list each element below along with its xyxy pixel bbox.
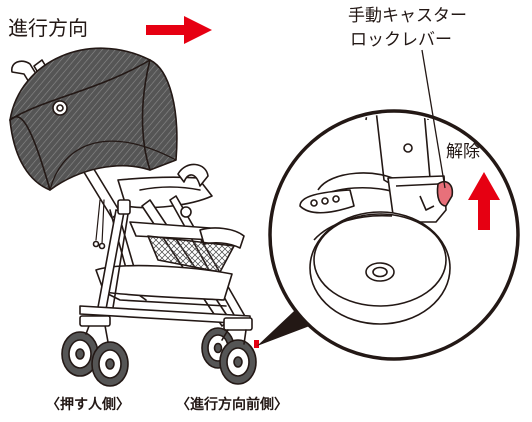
right-arrow-icon (146, 16, 212, 44)
front-wheel-right (219, 339, 257, 385)
front-side-caption: 〈進行方向前側〉 (176, 397, 288, 413)
stroller-illustration (9, 47, 257, 387)
lever-label-line1: 手動キャスター (348, 6, 467, 26)
pusher-side-caption: 〈押す人側〉 (46, 397, 130, 413)
lever-pink (436, 180, 454, 207)
up-arrow-icon (468, 172, 500, 230)
direction-label: 進行方向 (8, 16, 88, 40)
leader-line (421, 49, 446, 189)
lever-label-line2: ロックレバー (350, 30, 452, 50)
canopy (9, 47, 178, 191)
lever-marker (254, 340, 259, 348)
release-label: 解除 (446, 142, 480, 162)
rear-wheel-left (61, 331, 99, 377)
rear-wheel-right (91, 341, 129, 387)
magnified-view (268, 109, 520, 361)
